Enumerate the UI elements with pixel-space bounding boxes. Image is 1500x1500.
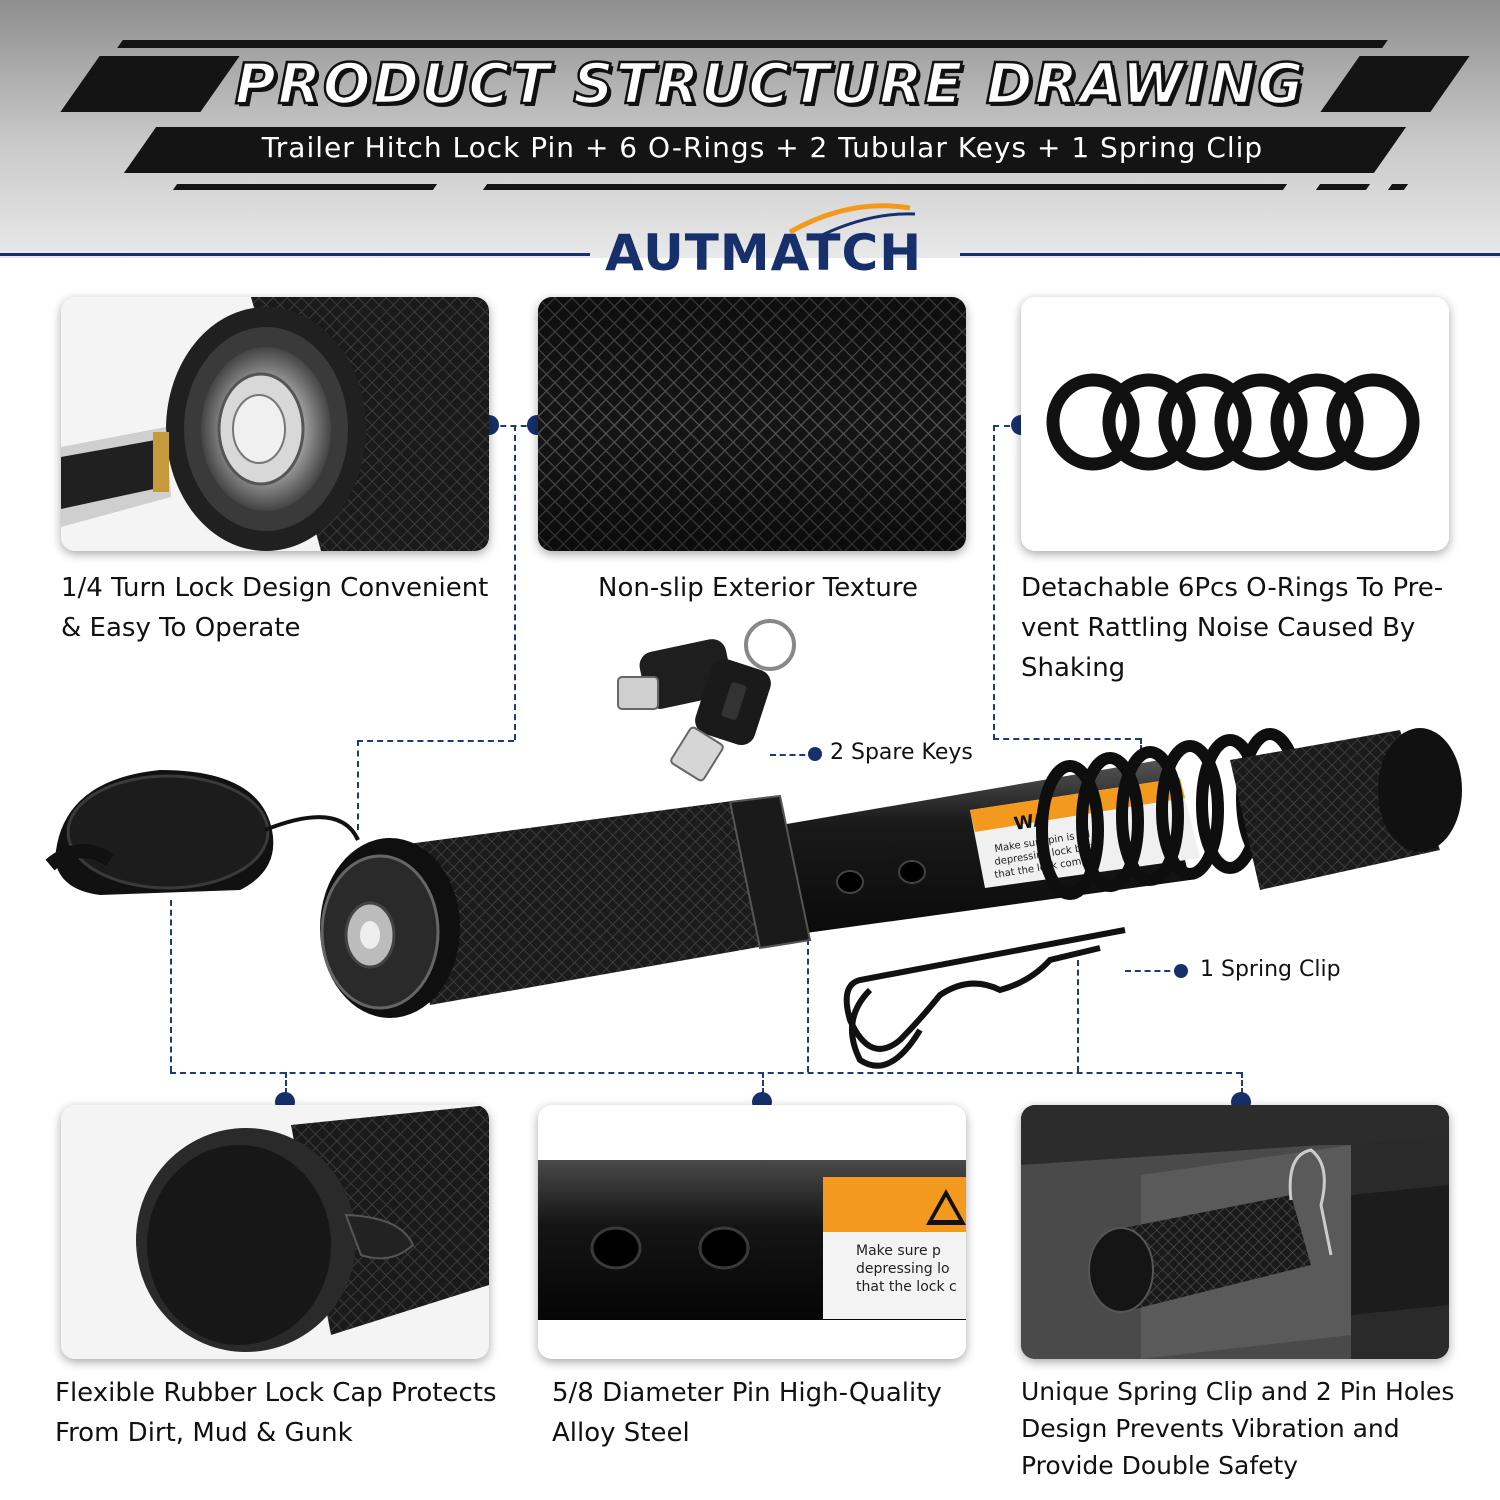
connector-line [993,425,1021,427]
header-stripe [1315,184,1371,190]
connector-line [770,754,815,756]
feature-panel-cap [61,1105,489,1359]
connector-line [490,425,537,427]
connector-line [1241,1072,1243,1102]
header-stripe [482,184,1288,190]
lock-cylinder-image [61,297,489,551]
connector-line [807,900,809,1072]
detail-label-line: depressing lo [856,1261,950,1277]
connector-dot [808,747,822,761]
logo-swoosh-icon [788,203,916,238]
feature-panel-pin: Make sure p depressing lo that the lock … [538,1105,966,1359]
feature-panel-lock [61,297,489,551]
connector-line [514,425,516,740]
connector-line [357,740,359,830]
connector-line [285,1072,287,1102]
feature-panel-hitch [1021,1105,1449,1359]
caption-spring-clip: Unique Spring Clip and 2 Pin Holes Desig… [1021,1377,1455,1480]
header-stripe [117,40,1388,48]
pin-holes-image: Make sure p depressing lo that the lock … [538,1105,966,1359]
rubber-cap-image [61,1105,489,1359]
hitch-lock-pin-image: Make sure pin is ful depressing lock but… [45,728,1462,1069]
caption-pin-diameter: 5/8 Diameter Pin High-Quality Alloy Stee… [552,1378,942,1448]
connector-line [170,900,172,1072]
feature-panel-orings [1021,297,1449,551]
caption-orings: Detachable 6Pcs O-Rings To Pre-vent Ratt… [1021,573,1444,683]
page-title: PRODUCT STRUCTURE DRAWING [233,51,1306,119]
logo-rule-right [960,253,1500,256]
connector-line [357,740,514,742]
connector-line [1077,960,1079,1072]
caption-texture: Non-slip Exterior Texture [598,573,918,603]
caption-rubber-cap: Flexible Rubber Lock Cap Protects From D… [55,1378,497,1448]
hitch-installed-image [1021,1105,1449,1359]
connector-line [1140,738,1142,758]
spare-keys-image [617,619,796,782]
callout-spring-clip: 1 Spring Clip [1200,957,1341,982]
detail-label-line: Make sure p [856,1243,941,1259]
connector-line [762,1072,764,1102]
feature-panel-texture [538,297,966,551]
connector-line [993,738,1141,740]
connector-line [1125,970,1180,972]
connector-line [993,425,995,740]
callout-spare-keys: 2 Spare Keys [830,740,973,765]
caption-lock-design: 1/4 Turn Lock Design Convenient & Easy T… [61,573,489,643]
knurled-texture-image [538,297,966,551]
header-stripe [172,184,438,190]
logo-rule-left [0,253,590,256]
brand-logo: AUTMATCH [605,224,923,282]
o-rings-image [1021,297,1449,551]
connector-line [170,1072,1242,1074]
detail-label-line: that the lock c [856,1279,957,1295]
connector-dot [1174,964,1188,978]
page-subtitle: Trailer Hitch Lock Pin + 6 O-Rings + 2 T… [261,131,1264,164]
